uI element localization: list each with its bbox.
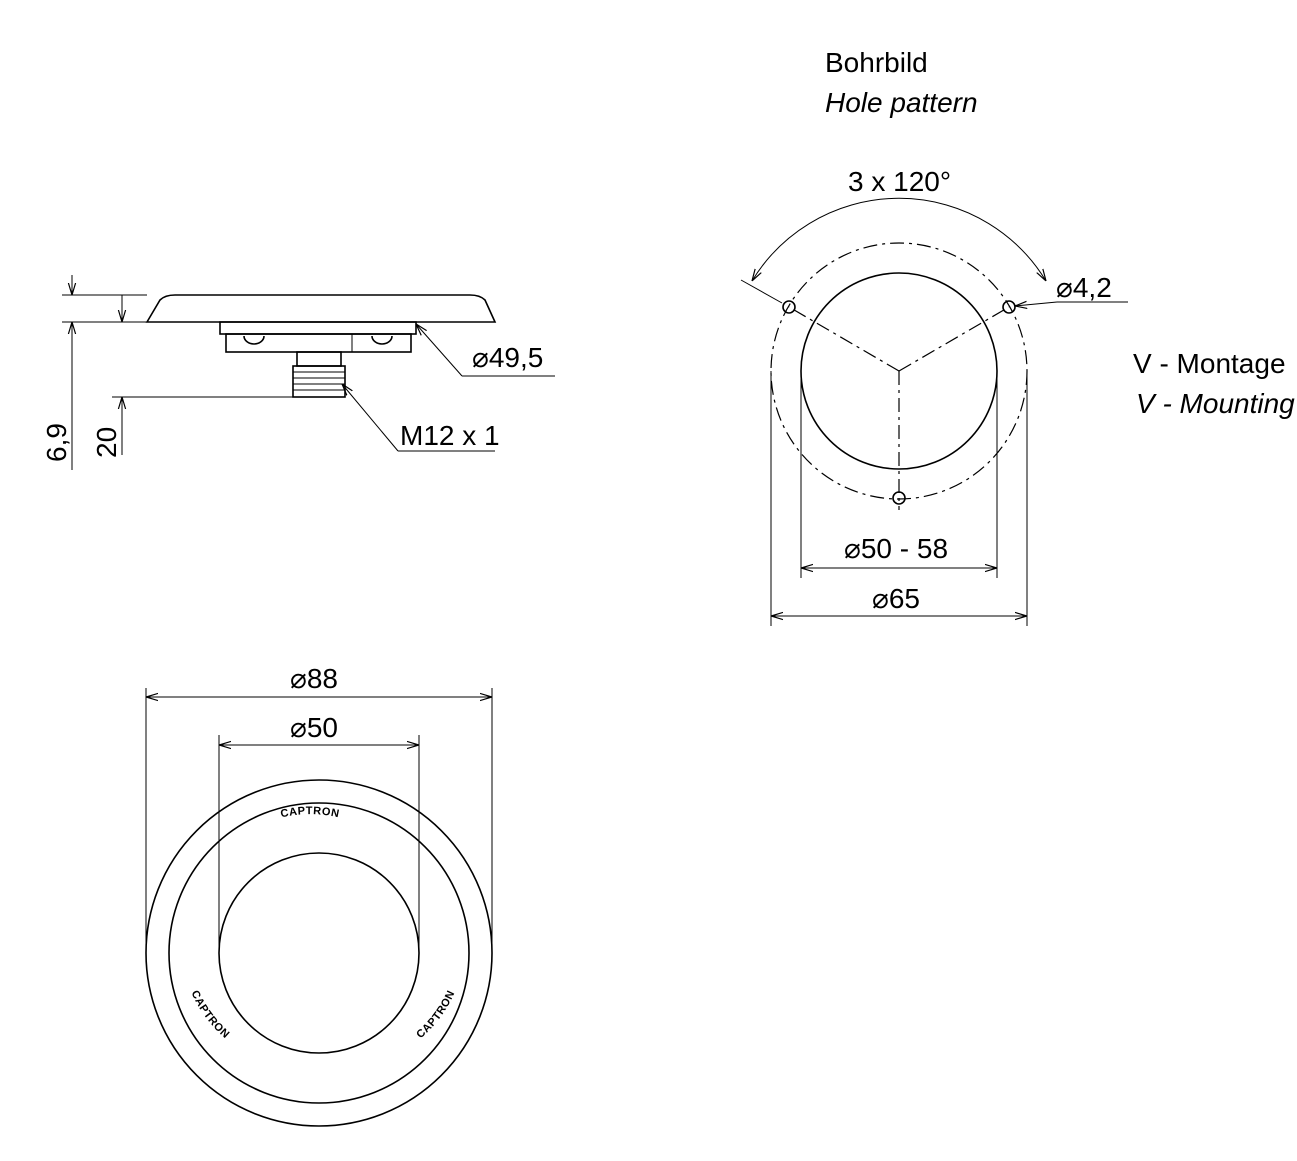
front-view: CAPTRON CAPTRON CAPTRON ⌀88 ⌀50 (145, 663, 493, 1127)
dim-dia-88: ⌀88 (290, 663, 338, 694)
dim-dia-50-58: ⌀50 - 58 (844, 533, 948, 564)
hole (892, 491, 906, 505)
svg-text:⌀49,5: ⌀49,5 (472, 342, 543, 373)
housing (219, 321, 417, 335)
dim-dia-49-5: ⌀49,5 (472, 342, 543, 373)
hole-pattern-title-en: Hole pattern (825, 87, 978, 118)
connector-thread (292, 365, 346, 398)
hole-pattern-title-de: Bohrbild (825, 47, 928, 78)
svg-text:⌀88: ⌀88 (290, 663, 338, 694)
logo-text: CAPTRON (414, 989, 457, 1041)
dim-dia-65: ⌀65 (872, 583, 920, 614)
mounting-label-en: V - Mounting (1136, 388, 1295, 419)
mounting-label-de: V - Montage (1133, 348, 1286, 379)
svg-text:⌀50: ⌀50 (290, 712, 338, 743)
thread-label: M12 x 1 (400, 420, 500, 451)
dim-dia-50: ⌀50 (290, 712, 338, 743)
logo-text: CAPTRON (279, 805, 340, 820)
hole (782, 300, 796, 314)
dim-dia-4-2: ⌀4,2 (1056, 272, 1112, 303)
dim-6-9-label: 6,9 (41, 423, 72, 462)
outer-ring (145, 779, 493, 1127)
dim-20-label: 20 (91, 427, 122, 458)
connector (296, 351, 342, 367)
housing-lower (225, 333, 412, 353)
svg-text:⌀4,2: ⌀4,2 (1056, 272, 1112, 303)
svg-text:⌀50 - 58: ⌀50 - 58 (844, 533, 948, 564)
inner-disc (218, 852, 420, 1054)
middle-ring (168, 802, 470, 1104)
side-view: 6,9 20 ⌀49,5 M12 x 1 (41, 275, 555, 470)
logo-text: CAPTRON (189, 989, 232, 1041)
cap-body (145, 294, 497, 323)
angle-label: 3 x 120° (848, 166, 951, 197)
hole-pattern-view: Bohrbild Hole pattern 3 x 120° ⌀4,2 (740, 47, 1295, 626)
svg-text:⌀65: ⌀65 (872, 583, 920, 614)
